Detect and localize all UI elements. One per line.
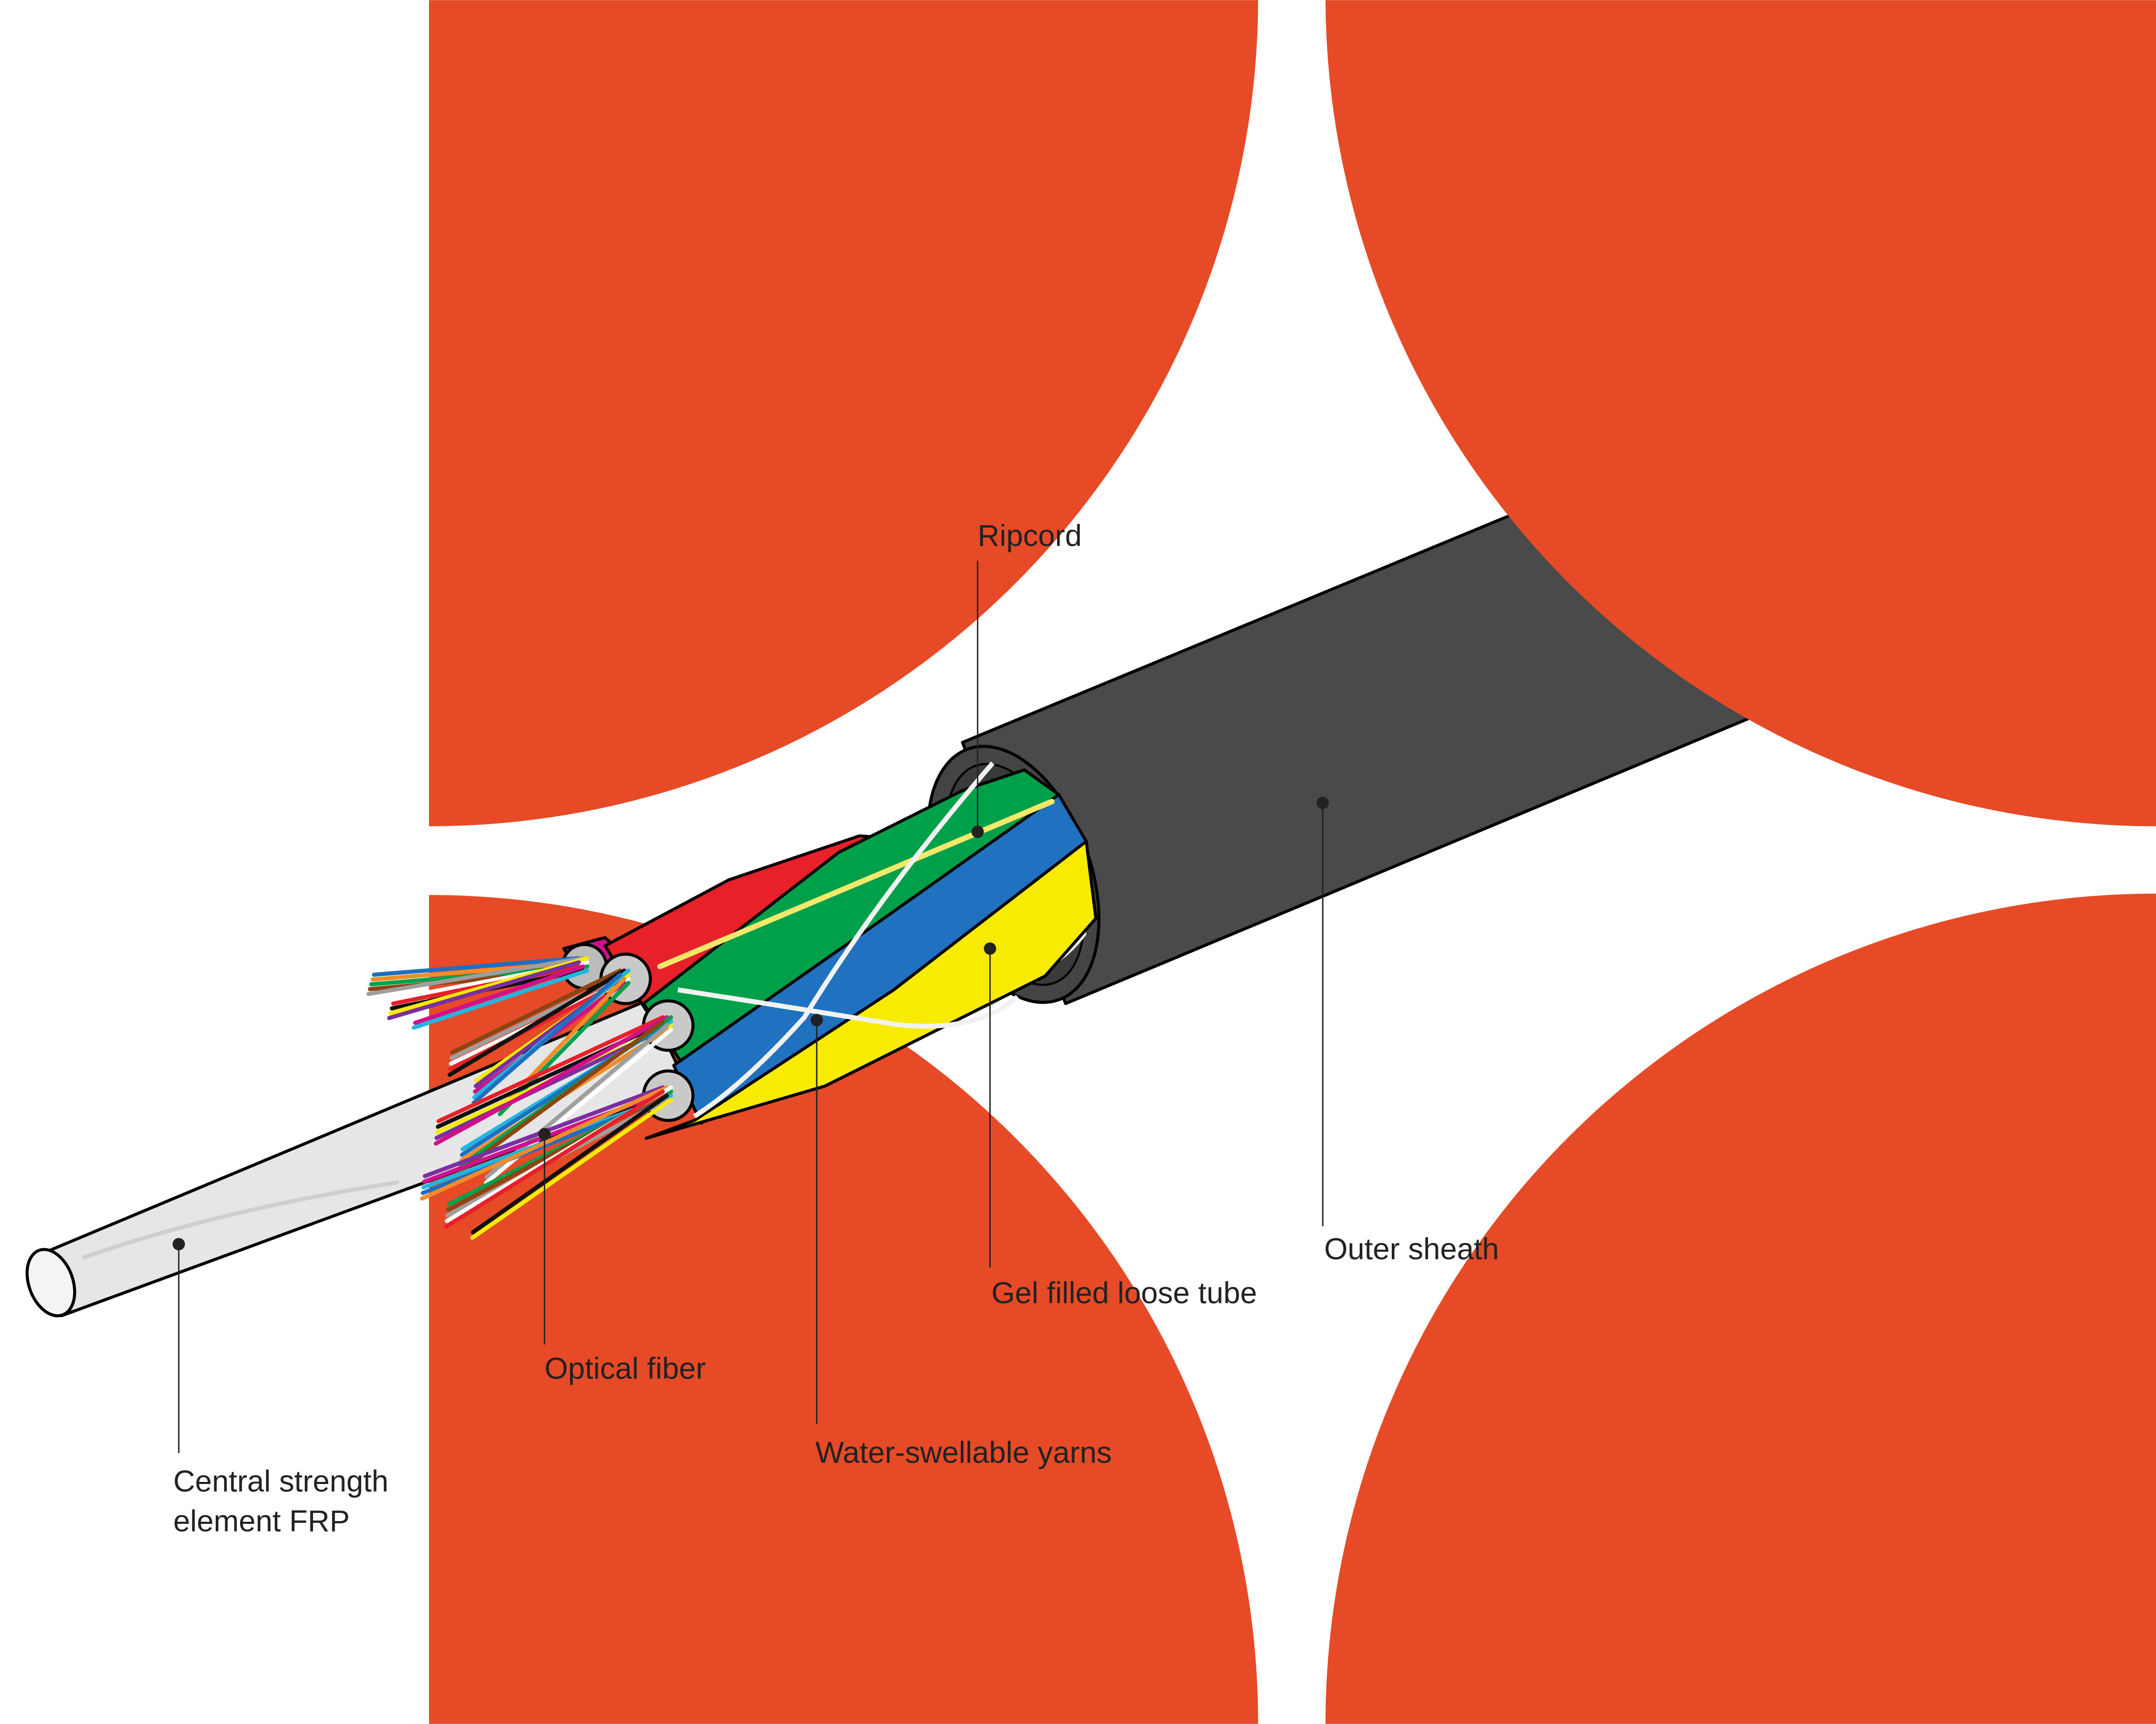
bg-quarter-circle-bottom-right — [1325, 893, 2156, 1724]
label-outer-sheath: Outer sheath — [1316, 797, 1499, 1266]
ripcord — [657, 799, 1055, 969]
label-optical-fiber: Optical fiber — [538, 1128, 706, 1386]
water-swellable-yarn-1 — [693, 761, 995, 1119]
fiber-strand — [448, 968, 627, 1077]
optical-fibers — [366, 956, 673, 1240]
label-ripcord: Ripcord — [971, 519, 1082, 838]
tube-yellow — [645, 839, 1097, 1140]
bg-quarter-circle-top-right — [1325, 0, 2156, 827]
leader-dot — [172, 1238, 185, 1251]
label-text-frp-line2: element FRP — [173, 1505, 350, 1538]
fiber-strand — [471, 1093, 669, 1235]
fiber-strand — [413, 964, 585, 1025]
leader-dot — [1316, 797, 1329, 809]
fiber-strand — [457, 1019, 665, 1174]
label-text-water-yarns: Water-swellable yarns — [815, 1436, 1112, 1470]
fiber-strand — [411, 968, 589, 1030]
fiber-strand — [366, 956, 585, 996]
label-text-ripcord: Ripcord — [978, 519, 1082, 552]
fiber-strand — [436, 1015, 665, 1123]
frp-end — [25, 1248, 77, 1317]
leader-dot — [810, 1014, 823, 1027]
frp-highlight — [82, 1180, 399, 1260]
fiber-strand — [470, 1098, 673, 1240]
label-text-outer-sheath: Outer sheath — [1324, 1233, 1499, 1266]
label-gel-tube: Gel filled loose tube — [984, 942, 1257, 1310]
label-text-optical-fiber: Optical fiber — [544, 1352, 706, 1386]
label-text-gel-tube: Gel filled loose tube — [991, 1277, 1257, 1310]
leader-dot — [971, 826, 984, 838]
fiber-strand — [450, 968, 622, 1055]
fiber-strand — [387, 960, 581, 1021]
fiber-strand — [471, 972, 622, 1105]
leader-dot — [538, 1128, 551, 1141]
label-frp: Central strength element FRP — [172, 1238, 389, 1538]
fiber-strand — [444, 1089, 665, 1229]
fiber-strand — [388, 956, 589, 1015]
water-swellable-yarn-2 — [677, 987, 1019, 1029]
bg-quarter-circle-top-left — [429, 0, 1258, 827]
label-text-frp-line1: Central strength — [173, 1465, 389, 1498]
fiber-strand — [434, 1015, 669, 1146]
label-water-yarns: Water-swellable yarns — [810, 1014, 1112, 1470]
fiber-strand — [371, 956, 581, 977]
leader-dot — [984, 942, 997, 955]
